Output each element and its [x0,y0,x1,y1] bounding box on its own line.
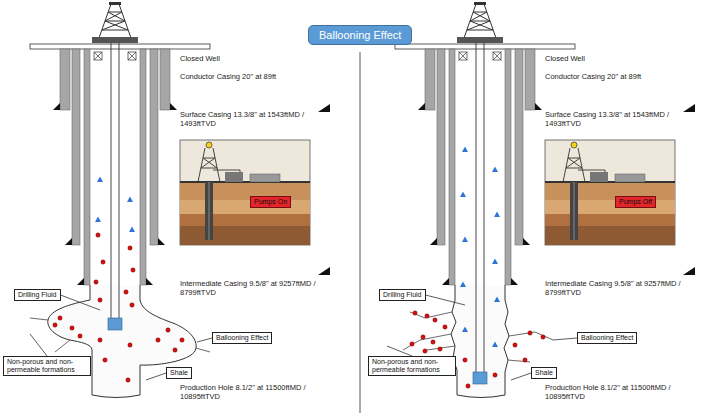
callout-box: Shale [166,367,192,379]
callout-text: Drilling Fluid [18,291,57,299]
ballooned-hole [30,43,210,398]
casing-label: Intermediate Casing 9.5/8" at 9257ftMD /… [545,279,695,297]
callout-box: Non-porous and non-permeable formations [3,356,91,376]
callout-box: Ballooning Effect [212,332,272,344]
callout-text: Pumps Off [619,198,652,206]
callout-text: Pumps On [254,198,287,206]
leader-line [387,346,412,356]
well-panel [395,2,695,285]
leader-line [511,373,531,380]
callout-text: Shale [170,369,188,377]
casing-label: Surface Casing 13.3/8" at 1543ftMD / 149… [545,110,673,128]
callout-box: Ballooning Effect [577,332,637,344]
fractured-hole [403,43,553,398]
casing-label: Surface Casing 13.3/8" at 1543ftMD / 149… [180,110,308,128]
callout-box: Drilling Fluid [379,289,426,301]
leader-line [426,295,465,305]
casing-label: Conductor Casing 20" at 89ft [545,72,641,81]
casing-label: Conductor Casing 20" at 89ft [180,72,276,81]
leader-line [197,338,212,342]
panel-divider [360,52,361,413]
casing-label: Closed Well [180,54,220,63]
leader-line [553,338,577,340]
callout-text: Ballooning Effect [581,334,633,342]
well-panel [30,2,330,285]
title-box: Ballooning Effect [308,25,412,45]
callout-box: Drilling Fluid [14,289,61,301]
leader-line [61,295,100,310]
callout-text: Ballooning Effect [216,334,268,342]
callout-text: Non-porous and non-permeable formations [7,358,87,374]
callout-text: Drilling Fluid [383,291,422,299]
callout-box: Non-porous and non-permeable formations [368,356,456,376]
casing-label: Production Hole 8.1/2" at 11500ftMD / 10… [180,383,330,401]
leader-line [146,373,166,380]
pump-status-box: Pumps On [250,196,291,208]
casing-label: Closed Well [545,54,585,63]
callout-box: Shale [531,367,557,379]
callout-text: Non-porous and non-permeable formations [372,358,452,374]
casing-label: Intermediate Casing 9.5/8" at 9257ftMD /… [180,279,330,297]
casing-label: Production Hole 8.1/2" at 11500ftMD / 10… [545,383,695,401]
leader-line [30,334,47,356]
pump-status-box: Pumps Off [615,196,656,208]
callout-text: Shale [535,369,553,377]
